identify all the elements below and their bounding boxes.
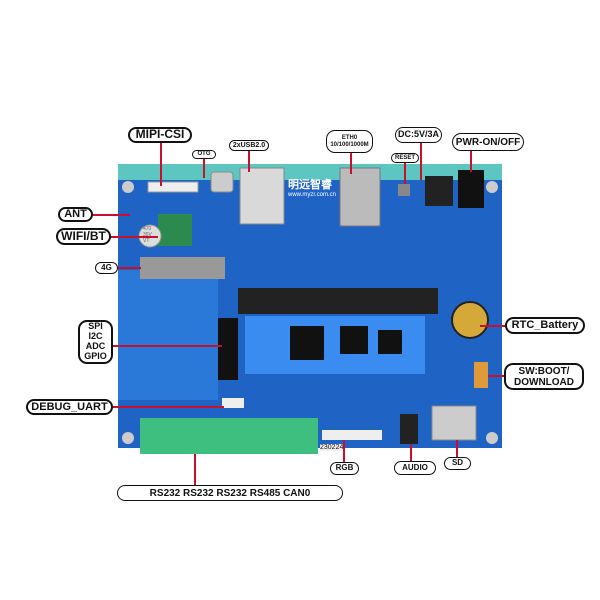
- reset-button: [398, 184, 410, 196]
- label-debug-uart: DEBUG_UART: [26, 399, 113, 415]
- label-4g: 4G: [95, 262, 118, 274]
- eth0-name: ETH0: [341, 134, 358, 141]
- debug-connector: [222, 398, 244, 408]
- usb-ports: [239, 167, 285, 225]
- ethernet-port: [339, 167, 381, 227]
- label-mipi-csi: MIPI-CSI: [128, 127, 192, 143]
- label-rgb: RGB: [330, 462, 359, 475]
- sw-line1: SW:BOOT/: [518, 365, 570, 377]
- lower-pcb-area: [118, 270, 218, 400]
- sd-slot: [431, 405, 477, 441]
- label-adc: ADC: [85, 341, 106, 351]
- terminal-block: [140, 418, 318, 454]
- otg-port: [210, 171, 234, 193]
- label-ant: ANT: [58, 207, 93, 222]
- audio-jack: [400, 414, 418, 444]
- label-spi-i2c-adc-gpio: SPI I2C ADC GPIO: [78, 320, 113, 364]
- label-dc-power: DC:5V/3A: [395, 127, 442, 143]
- label-reset: RESET: [391, 153, 419, 163]
- label-eth0: ETH0 10/100/1000M: [326, 130, 373, 153]
- som-socket: [238, 288, 438, 314]
- label-power-switch: PWR-ON/OFF: [452, 133, 524, 151]
- label-spi: SPI: [88, 321, 103, 332]
- wifi-module: [158, 214, 192, 246]
- label-boot-switch: SW:BOOT/ DOWNLOAD: [504, 363, 584, 390]
- label-audio: AUDIO: [394, 461, 436, 475]
- mipi-csi-connector: [147, 181, 199, 193]
- eth0-speed: 10/100/1000M: [330, 141, 369, 148]
- dc-jack: [425, 176, 453, 206]
- date-code: 230224: [320, 444, 344, 451]
- url-silkscreen: www.myzr.com.cn: [288, 192, 337, 198]
- label-otg: OTG: [192, 150, 216, 159]
- label-usb: 2xUSB2.0: [229, 140, 269, 151]
- gpio-header: [218, 318, 238, 380]
- rtc-battery: [451, 301, 489, 339]
- label-wifi-bt: WIFI/BT: [56, 228, 111, 245]
- rgb-connector: [322, 430, 382, 440]
- label-sd: SD: [444, 457, 471, 470]
- label-rtc-battery: RTC_Battery: [505, 317, 585, 334]
- capacitor-text: 470 35V VT: [143, 226, 152, 244]
- boot-switch: [474, 362, 488, 388]
- label-i2c: I2C: [88, 331, 103, 342]
- sw-line2: DOWNLOAD: [514, 376, 574, 388]
- 4g-slot: [140, 257, 225, 279]
- power-switch: [458, 170, 484, 208]
- brand-silkscreen: 明远智睿: [288, 179, 332, 191]
- label-serial-ports: RS232 RS232 RS232 RS485 CAN0: [117, 485, 343, 501]
- label-gpio: GPIO: [84, 350, 107, 361]
